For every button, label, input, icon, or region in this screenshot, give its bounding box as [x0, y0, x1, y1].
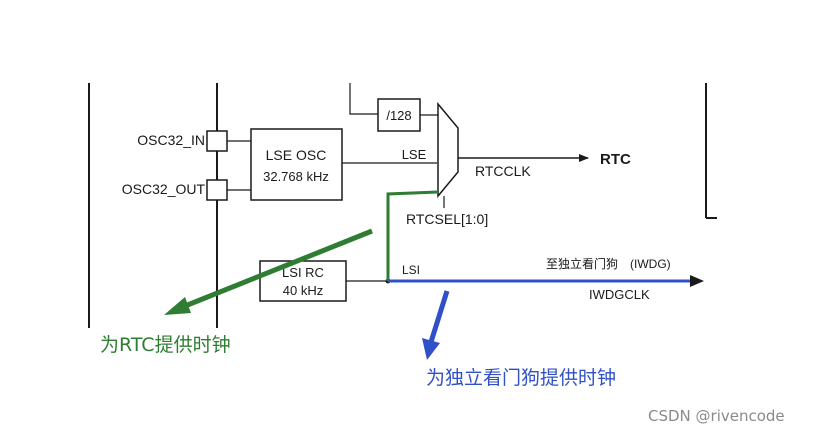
iwdg-note-arrowhead [422, 338, 440, 360]
lse-osc-box [250, 128, 343, 201]
divider-label: /128 [386, 108, 411, 123]
rtc-mux-select-label: RTCSEL[1:0] [406, 211, 488, 227]
rtc-label: RTC [600, 151, 631, 168]
lse-osc-freq: 32.768 kHz [263, 169, 329, 184]
osc32-in-pin [206, 130, 228, 152]
rtcclk-label: RTCCLK [475, 163, 531, 179]
iwdg-note: 为独立看门狗提供时钟 [426, 367, 617, 389]
iwdgclk-label: IWDGCLK [589, 287, 650, 302]
lsi-to-rtc-path [386, 190, 439, 281]
lsi-line-label: LSI [402, 263, 420, 277]
lsi-rc-name: LSI RC [282, 265, 324, 280]
lse-line-label: LSE [402, 147, 427, 162]
rtc-note: 为RTC提供时钟 [100, 334, 231, 356]
rtc-note-arrowhead [164, 297, 191, 315]
osc32-out-label: OSC32_OUT [122, 181, 206, 197]
divider-input-line [349, 83, 378, 115]
lse-osc-name: LSE OSC [266, 147, 327, 163]
watermark: CSDN @rivencode [648, 407, 785, 425]
rtc-mux [437, 101, 459, 199]
divider-box [377, 98, 421, 132]
lsi-rc-freq: 40 kHz [283, 283, 323, 298]
rtc-note-arrow-line [179, 228, 373, 311]
iwdg-note-arrow-line [428, 290, 450, 343]
osc32-in-label: OSC32_IN [137, 132, 205, 148]
iwdg-to-label: 至独立看门狗 (IWDG) [546, 256, 671, 271]
iwdgclk-arrowhead [690, 275, 704, 287]
osc32-out-pin [206, 179, 228, 201]
